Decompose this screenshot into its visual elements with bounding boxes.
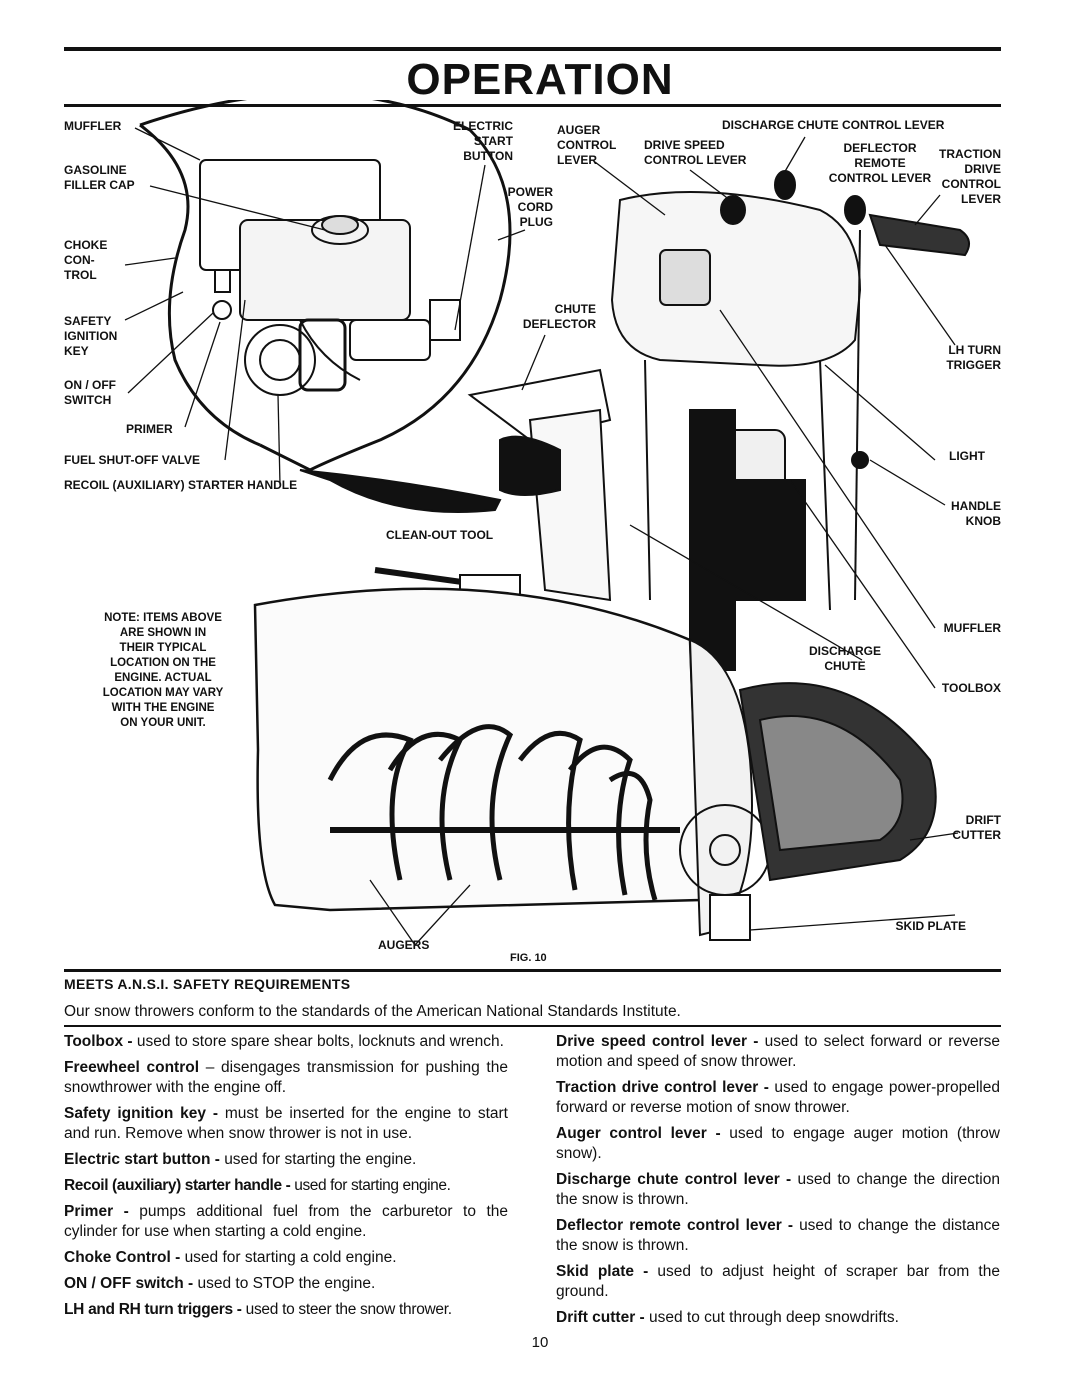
definition-item: Drift cutter - used to cut through deep …: [556, 1309, 899, 1326]
definition-item: Choke Control - used for starting a cold…: [64, 1249, 397, 1266]
auger-housing: [253, 587, 771, 937]
label-fuel-shutoff-valve: FUEL SHUT-OFF VALVE: [64, 453, 201, 467]
label-chute-deflector: CHUTE DEFLECTOR: [522, 302, 596, 331]
label-discharge-chute: DISCHARGE CHUTE: [808, 644, 881, 673]
top-rule: [64, 47, 1001, 51]
definition-item: Auger control lever - used to engage aug…: [556, 1125, 1000, 1162]
label-safety-ignition-key: SAFETY IGNITION KEY: [64, 314, 118, 358]
definition-item: Electric start button - used for startin…: [64, 1151, 417, 1168]
definition-item: Discharge chute control lever - used to …: [556, 1171, 1000, 1208]
definition-item: Deflector remote control lever - used to…: [556, 1217, 1000, 1254]
leader-lines: [124, 127, 959, 946]
label-choke-control: CHOKE CON- TROL: [64, 238, 108, 282]
label-muffler-top: MUFFLER: [64, 119, 122, 133]
definitions-left-column: Toolbox - used to store spare shear bolt…: [64, 1032, 508, 1326]
figure-label: FIG. 10: [510, 952, 547, 964]
definition-item: ON / OFF switch - used to STOP the engin…: [64, 1275, 376, 1292]
definition-item: Traction drive control lever - used to e…: [556, 1079, 1000, 1116]
figure-bottom-rule: [64, 969, 1001, 972]
definition-item: Freewheel control – disengages transmiss…: [64, 1059, 508, 1096]
label-electric-start-button: ELECTRIC START BUTTON: [453, 119, 513, 163]
label-auger-control-lever: AUGER CONTROL LEVER: [557, 123, 617, 167]
control-panel: [610, 170, 970, 671]
ansi-heading: MEETS A.N.S.I. SAFETY REQUIREMENTS: [64, 976, 351, 992]
definition-item: Skid plate - used to adjust height of sc…: [556, 1263, 1000, 1300]
page-title: OPERATION: [406, 55, 674, 104]
label-skid-plate: SKID PLATE: [895, 919, 966, 933]
label-drive-speed-control-lever: DRIVE SPEED CONTROL LEVER: [644, 138, 747, 167]
label-light: LIGHT: [949, 449, 985, 463]
definitions-right-column: Drive speed control lever - used to sele…: [556, 1032, 1000, 1334]
ansi-text: Our snow throwers conform to the standar…: [64, 1003, 681, 1020]
label-primer: PRIMER: [126, 422, 173, 436]
snow-thrower-illustration: [124, 100, 970, 946]
title-rule: [64, 104, 1001, 107]
ansi-bottom-rule: [64, 1025, 1001, 1027]
definition-item: Drive speed control lever - used to sele…: [556, 1033, 1000, 1070]
definition-item: Toolbox - used to store spare shear bolt…: [64, 1033, 504, 1050]
label-toolbox: TOOLBOX: [941, 681, 1001, 695]
label-drift-cutter: DRIFT CUTTER: [952, 813, 1001, 842]
label-augers: AUGERS: [378, 938, 430, 952]
label-traction-drive-control-lever: TRACTION DRIVE CONTROL LEVER: [939, 147, 1001, 206]
label-lh-turn-trigger: LH TURN TRIGGER: [946, 343, 1001, 372]
figure-note: NOTE: ITEMS ABOVE ARE SHOWN IN THEIR TYP…: [102, 612, 224, 729]
label-handle-knob: HANDLE KNOB: [951, 499, 1001, 528]
definition-item: LH and RH turn triggers - used to steer …: [64, 1301, 452, 1318]
page-number: 10: [531, 1334, 549, 1351]
label-discharge-chute-control-lever: DISCHARGE CHUTE CONTROL LEVER: [722, 118, 945, 132]
label-power-cord-plug: POWER CORD PLUG: [507, 185, 553, 229]
label-gasoline-filler-cap: GASOLINE FILLER CAP: [64, 163, 135, 192]
label-on-off-switch: ON / OFF SWITCH: [64, 378, 116, 407]
label-clean-out-tool: CLEAN-OUT TOOL: [386, 528, 494, 542]
definition-item: Recoil (auxiliary) starter handle - used…: [64, 1177, 451, 1194]
discharge-chute: [467, 368, 612, 602]
definition-item: Safety ignition key - must be inserted f…: [64, 1105, 508, 1142]
label-deflector-remote-control-lever: DEFLECTOR REMOTE CONTROL LEVER: [828, 141, 932, 185]
label-muffler-right: MUFFLER: [943, 621, 1001, 635]
definition-item: Primer - pumps additional fuel from the …: [64, 1203, 508, 1240]
track: [709, 682, 937, 941]
engine-inset: [139, 100, 512, 513]
label-recoil-starter-handle: RECOIL (AUXILIARY) STARTER HANDLE: [64, 478, 298, 492]
